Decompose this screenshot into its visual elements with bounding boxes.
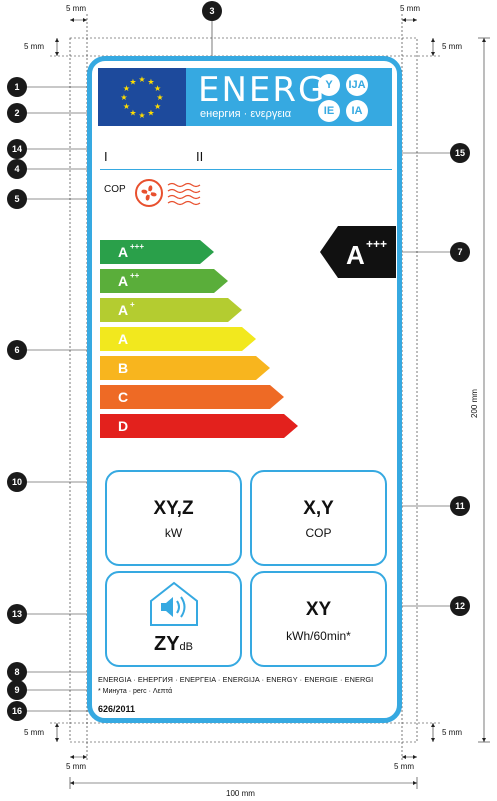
consumption-unit: kWh/60min* <box>286 629 351 643</box>
noise-value: ZY <box>153 633 180 655</box>
callout-15: 15 <box>450 143 470 163</box>
consumption-box: XY kWh/60min* <box>250 571 387 667</box>
dim-left-top: 5 mm <box>24 42 44 51</box>
callout-14: 14 <box>7 139 27 159</box>
eu-star-icon: ★ <box>123 84 130 93</box>
eu-star-icon: ★ <box>147 109 154 118</box>
scale-bar-sup: +++ <box>130 242 144 251</box>
eu-star-icon: ★ <box>138 75 145 84</box>
eu-star-icon: ★ <box>147 77 154 86</box>
callout-10: 10 <box>7 472 27 492</box>
dim-right-bottom: 5 mm <box>442 728 462 737</box>
callout-1: 1 <box>7 77 27 97</box>
capacity-value: XY,Z <box>153 498 194 519</box>
scale-bar-label: D <box>118 418 128 434</box>
eu-star-icon: ★ <box>129 109 136 118</box>
scale-bar-sup: + <box>130 300 135 309</box>
noise-unit: dB <box>179 641 194 653</box>
energ-word: ENERG <box>198 70 327 110</box>
callout-4: 4 <box>7 159 27 179</box>
capacity-box: XY,Z kW <box>105 470 242 566</box>
lang-badge-ia: IA <box>346 100 368 122</box>
callout-3: 3 <box>202 1 222 21</box>
lang-badge-ie: IE <box>318 100 340 122</box>
callout-13: 13 <box>7 604 27 624</box>
callout-5: 5 <box>7 189 27 209</box>
scale-bar-5 <box>100 356 270 380</box>
scale-bar-4 <box>100 327 256 351</box>
footer-note: * Минута · perc · Λεπτά <box>98 688 173 695</box>
eu-star-icon: ★ <box>154 102 161 111</box>
dim-top-left: 5 mm <box>66 4 86 13</box>
mark-i: I <box>104 149 108 164</box>
capacity-unit: kW <box>164 526 183 540</box>
rating-class: A <box>346 240 365 270</box>
callout-12: 12 <box>450 596 470 616</box>
dim-bottom-left: 5 mm <box>66 762 86 771</box>
lang-badge-y: Y <box>318 74 340 96</box>
dim-right-top: 5 mm <box>442 42 462 51</box>
callout-9: 9 <box>7 680 27 700</box>
consumption-value: XY <box>305 599 332 620</box>
cop-box: X,Y COP <box>250 470 387 566</box>
speaker-house-icon <box>150 581 198 626</box>
callout-6: 6 <box>7 340 27 360</box>
scale-bar-label: A <box>118 273 128 289</box>
dim-bottom-right: 5 mm <box>394 762 414 771</box>
callout-2: 2 <box>7 103 27 123</box>
scale-bar-6 <box>100 385 284 409</box>
dim-top-right: 5 mm <box>400 4 420 13</box>
eu-star-icon: ★ <box>129 77 136 86</box>
dim-left-bottom: 5 mm <box>24 728 44 737</box>
mark-ii: II <box>196 149 204 164</box>
regulation-number: 626/2011 <box>98 704 136 714</box>
scale-bar-1 <box>100 240 214 264</box>
lang-badge-ija: IJA <box>346 74 368 96</box>
scale-bar-3 <box>100 298 242 322</box>
scale-bar-label: B <box>118 360 128 376</box>
scale-bar-label: C <box>118 389 128 405</box>
cop-value: X,Y <box>303 498 334 519</box>
noise-box: ZYdB <box>105 571 242 667</box>
callout-8: 8 <box>7 662 27 682</box>
callout-7: 7 <box>450 242 470 262</box>
scale-bar-7 <box>100 414 298 438</box>
callout-11: 11 <box>450 496 470 516</box>
rating-arrow: A +++ <box>320 226 396 278</box>
energ-subtitle: енергия · ενεργεια <box>200 108 292 120</box>
dim-height: 200 mm <box>470 389 479 418</box>
eu-flag-icon: ★★★★★★★★★★★★ <box>98 68 186 126</box>
eu-star-icon: ★ <box>138 111 145 120</box>
eu-star-icon: ★ <box>156 93 163 102</box>
callout-16: 16 <box>7 701 27 721</box>
scale-bar-2 <box>100 269 228 293</box>
scale-bar-label: A <box>118 244 128 260</box>
eu-star-icon: ★ <box>123 102 130 111</box>
cop-unit: COP <box>305 526 332 540</box>
separator-line <box>100 169 392 170</box>
rating-sup: +++ <box>366 237 387 251</box>
eu-star-icon: ★ <box>120 93 127 102</box>
dim-width: 100 mm <box>226 789 255 798</box>
heat-waves-icon <box>167 182 201 206</box>
eu-star-icon: ★ <box>154 84 161 93</box>
scale-bar-sup: ++ <box>130 271 140 280</box>
scale-bar-label: A <box>118 302 128 318</box>
footer-languages: ENERGIA · ЕНЕРГИЯ · ΕΝΕΡΓΕΙΑ · ENERGIJA … <box>98 675 374 684</box>
cop-label: COP <box>104 184 126 195</box>
fan-icon <box>135 179 163 207</box>
scale-bar-label: A <box>118 331 128 347</box>
